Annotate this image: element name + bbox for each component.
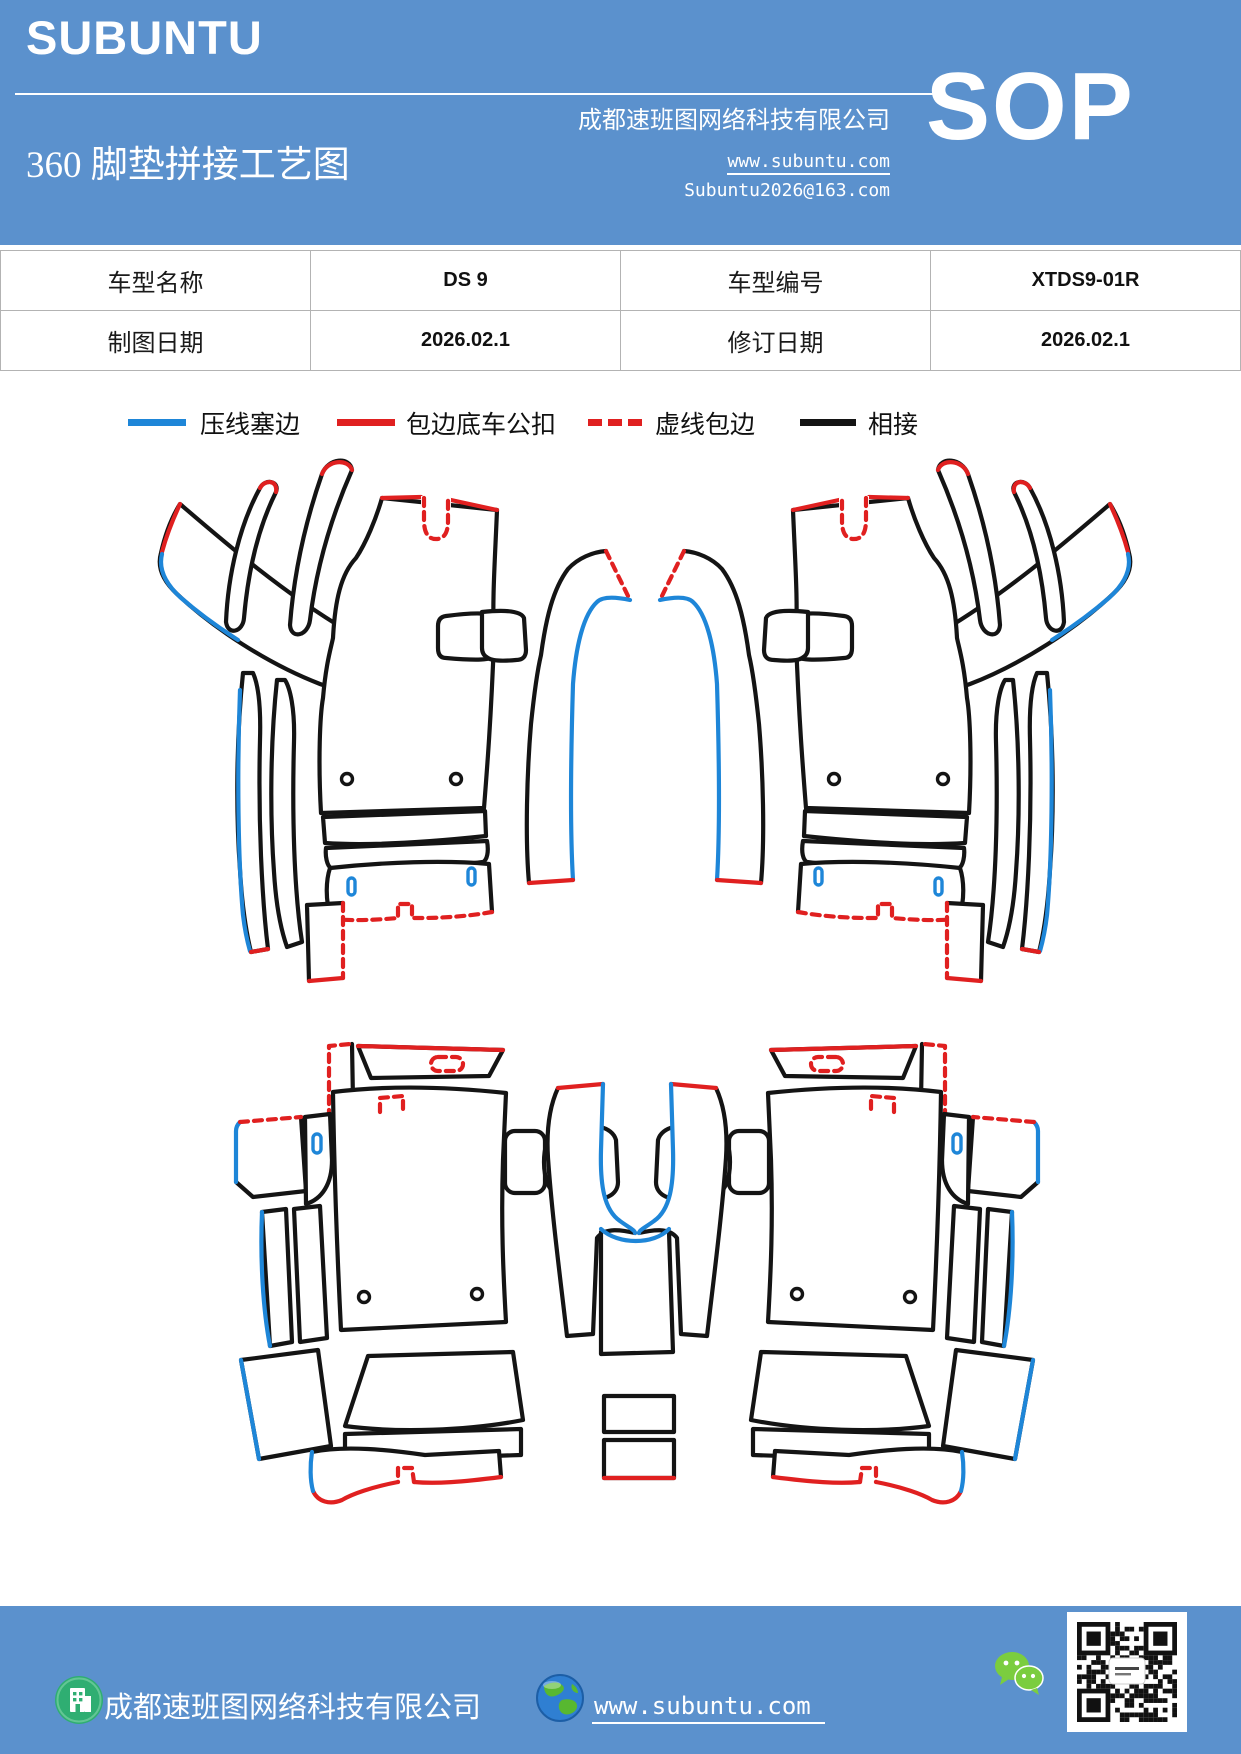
model-code-value: XTDS9-01R <box>930 250 1241 311</box>
header-band: SUBUNTU 360 脚垫拼接工艺图 成都速班图网络科技有限公司 www.su… <box>0 0 1241 245</box>
draw-date-value: 2026.02.1 <box>310 310 621 371</box>
front-mats-diagram <box>160 461 1130 981</box>
qr-code <box>1067 1612 1187 1732</box>
header-email: Subuntu2026@163.com <box>684 180 890 201</box>
revise-date-value: 2026.02.1 <box>930 310 1241 371</box>
globe-icon <box>536 1674 584 1722</box>
legend-swatch-black-line <box>800 419 856 426</box>
table-row: 车型名称 DS 9 车型编号 XTDS9-01R <box>0 250 1241 311</box>
page-title: 360 脚垫拼接工艺图 <box>26 145 350 186</box>
rear-center-tunnel-pieces <box>598 1226 677 1481</box>
footer-company-name: 成都速班图网络科技有限公司 <box>104 1692 482 1724</box>
footer-website-link[interactable]: www.subuntu.com <box>592 1692 825 1724</box>
footer-band <box>0 1606 1241 1754</box>
legend-label: 虚线包边 <box>655 412 756 439</box>
table-row: 制图日期 2026.02.1 修订日期 2026.02.1 <box>0 310 1241 371</box>
sop-label: SOP <box>926 53 1135 160</box>
revise-date-label: 修订日期 <box>620 310 931 371</box>
rear-mats-diagram <box>236 1044 1038 1502</box>
draw-date-label: 制图日期 <box>0 310 311 371</box>
model-code-label: 车型编号 <box>620 250 931 311</box>
legend-swatch-red-dashed <box>588 419 642 426</box>
legend-label: 包边底车公扣 <box>406 412 557 439</box>
vehicle-info-table: 车型名称 DS 9 车型编号 XTDS9-01R 制图日期 2026.02.1 … <box>0 250 1241 371</box>
brand-logo: SUBUNTU <box>26 11 263 64</box>
model-name-value: DS 9 <box>310 250 621 311</box>
legend-swatch-blue-line <box>128 419 186 426</box>
header-website-link[interactable]: www.subuntu.com <box>727 151 890 175</box>
legend-swatch-red-line <box>337 419 395 426</box>
model-name-label: 车型名称 <box>0 250 311 311</box>
header-divider <box>15 93 935 95</box>
header-company-name: 成都速班图网络科技有限公司 <box>578 108 890 134</box>
company-building-icon <box>55 1676 103 1724</box>
legend-label: 相接 <box>868 412 919 439</box>
legend-label: 压线塞边 <box>200 412 301 439</box>
wechat-icon <box>995 1652 1044 1695</box>
